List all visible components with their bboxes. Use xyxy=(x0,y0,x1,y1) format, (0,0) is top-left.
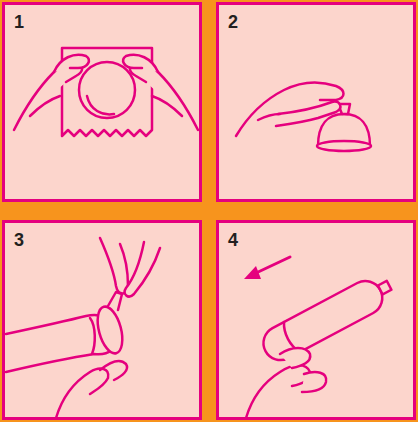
panel-ground xyxy=(218,222,414,418)
step-number: 1 xyxy=(14,12,24,32)
step-panel: 1 xyxy=(2,2,202,202)
step-panel: 4 xyxy=(216,220,416,420)
place-condom xyxy=(6,238,160,418)
step-number: 4 xyxy=(228,230,238,250)
step-number: 3 xyxy=(14,230,24,250)
open-package xyxy=(14,48,198,136)
step-panel: 3 xyxy=(2,220,202,420)
step-panel: 2 xyxy=(216,2,416,202)
pinch-tip xyxy=(236,83,371,151)
panel-ground xyxy=(218,4,414,200)
step-number: 2 xyxy=(228,12,238,32)
panel-ground xyxy=(4,222,200,418)
roll-down xyxy=(246,270,397,418)
panel-ground xyxy=(4,4,200,200)
direction-arrow xyxy=(244,257,290,279)
